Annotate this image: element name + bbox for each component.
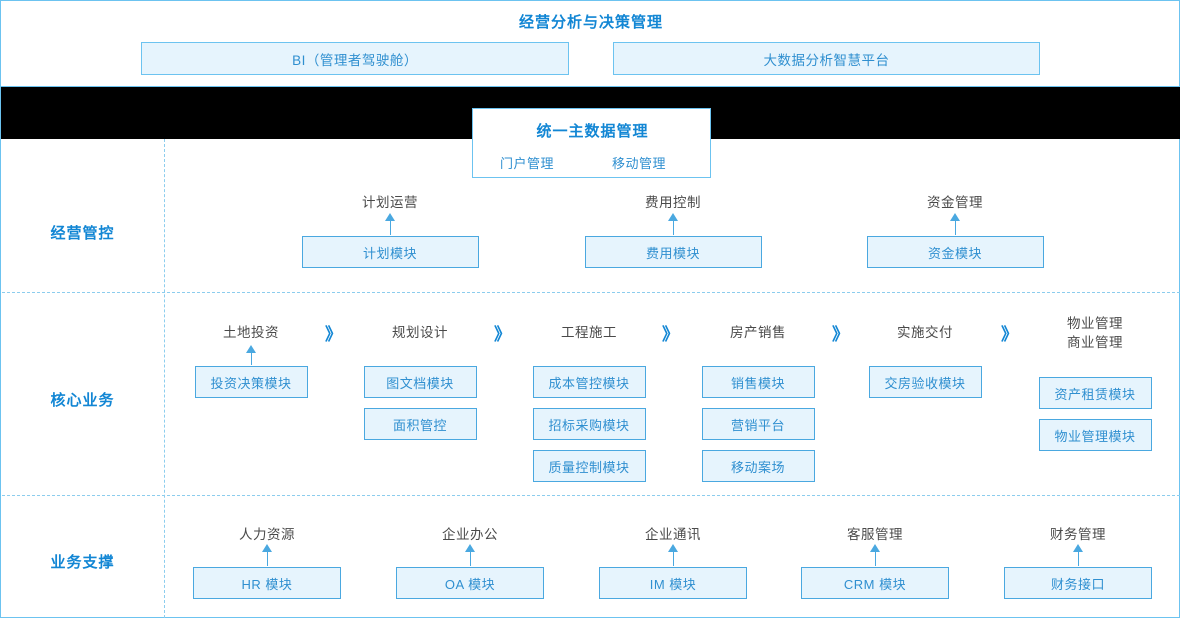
stage-caption-core-business-5: 物业管理 商业管理	[1067, 316, 1123, 350]
header-box-bigdata[interactable]: 大数据分析智慧平台	[613, 42, 1040, 75]
up-arrow-icon	[464, 544, 476, 566]
up-arrow-icon	[949, 213, 961, 235]
stage-caption-support-1: 企业办公	[442, 527, 498, 542]
module-box[interactable]: 资产租赁模块	[1038, 377, 1152, 409]
module-box[interactable]: 图文档模块	[363, 366, 477, 398]
stage-caption-core-business-4: 实施交付	[897, 325, 953, 340]
row-divider-2	[2, 495, 1180, 496]
up-arrow-icon	[245, 345, 257, 365]
module-box[interactable]: 计划模块	[301, 236, 479, 268]
module-box[interactable]: 营销平台	[701, 408, 815, 440]
module-box[interactable]: 交房验收模块	[868, 366, 982, 398]
stage-caption-core-business-2: 工程施工	[561, 325, 617, 340]
master-data-title: 统一主数据管理	[536, 123, 649, 140]
module-box[interactable]: 成本管控模块	[532, 366, 646, 398]
up-arrow-icon	[869, 544, 881, 566]
header-divider	[1, 86, 1180, 87]
row-label-management: 经营管控	[50, 225, 115, 242]
stage-caption-support-0: 人力资源	[239, 527, 295, 542]
module-box[interactable]: CRM 模块	[801, 567, 949, 599]
up-arrow-icon	[667, 544, 679, 566]
module-box[interactable]: 资金模块	[866, 236, 1044, 268]
module-box[interactable]: 面积管控	[363, 408, 477, 440]
chevron-right-icon: 》	[1001, 325, 1018, 344]
stage-caption-support-3: 客服管理	[847, 527, 903, 542]
module-box[interactable]: 投资决策模块	[194, 366, 308, 398]
module-box[interactable]: IM 模块	[599, 567, 747, 599]
chevron-right-icon: 》	[662, 325, 679, 344]
module-box[interactable]: 移动案场	[701, 450, 815, 482]
master-data-item-portal[interactable]: 门户管理	[500, 156, 555, 171]
module-box[interactable]: 招标采购模块	[532, 408, 646, 440]
stage-caption-core-business-3: 房产销售	[730, 325, 786, 340]
stage-caption-support-2: 企业通讯	[645, 527, 701, 542]
module-box[interactable]: 销售模块	[701, 366, 815, 398]
up-arrow-icon	[1072, 544, 1084, 566]
stage-caption-management-0: 计划运营	[362, 195, 418, 210]
stage-caption-management-2: 资金管理	[927, 195, 983, 210]
up-arrow-icon	[384, 213, 396, 235]
stage-caption-core-business-0: 土地投资	[223, 325, 279, 340]
master-data-panel: 统一主数据管理 门户管理 移动管理	[472, 108, 711, 178]
chevron-right-icon: 》	[325, 325, 342, 344]
page-title: 经营分析与决策管理	[518, 14, 663, 31]
module-box[interactable]: HR 模块	[193, 567, 341, 599]
up-arrow-icon	[261, 544, 273, 566]
module-box[interactable]: 质量控制模块	[532, 450, 646, 482]
stage-caption-core-business-1: 规划设计	[392, 325, 448, 340]
module-box[interactable]: 财务接口	[1004, 567, 1152, 599]
row-label-support: 业务支撑	[50, 554, 115, 571]
stage-caption-management-1: 费用控制	[645, 195, 701, 210]
module-box[interactable]: 物业管理模块	[1038, 419, 1152, 451]
header-box-bi[interactable]: BI（管理者驾驶舱）	[141, 42, 569, 75]
vertical-divider	[164, 139, 165, 618]
chevron-right-icon: 》	[494, 325, 511, 344]
row-divider-1	[2, 292, 1180, 293]
stage-caption-support-4: 财务管理	[1050, 527, 1106, 542]
module-box[interactable]: OA 模块	[396, 567, 544, 599]
row-label-core-business: 核心业务	[50, 392, 115, 409]
chevron-right-icon: 》	[832, 325, 849, 344]
module-box[interactable]: 费用模块	[584, 236, 762, 268]
up-arrow-icon	[667, 213, 679, 235]
master-data-item-mobile[interactable]: 移动管理	[612, 156, 667, 171]
